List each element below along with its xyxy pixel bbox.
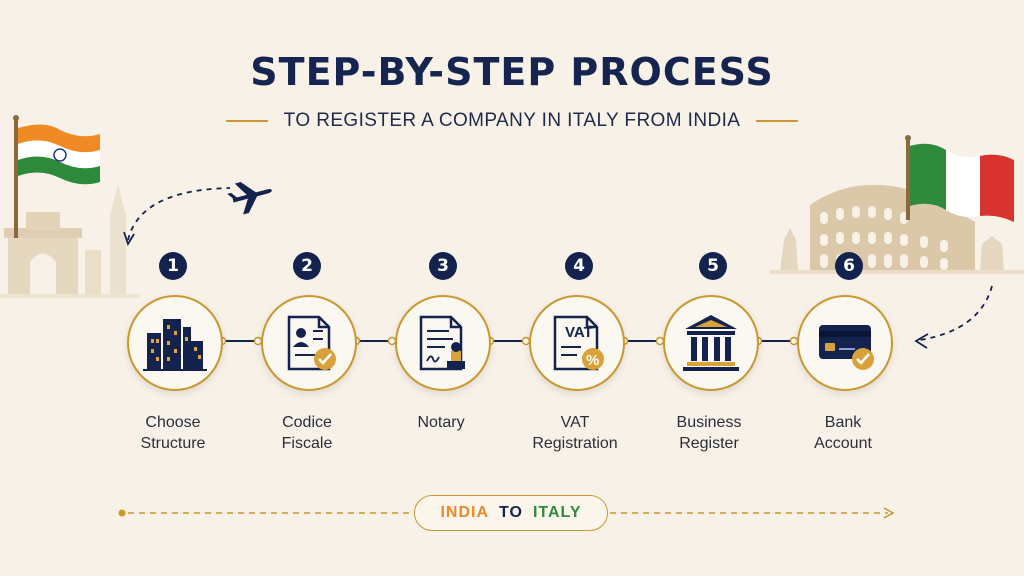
step-bank-account	[797, 295, 893, 391]
step-notary	[395, 295, 491, 391]
page-subtitle: TO REGISTER A COMPANY IN ITALY FROM INDI…	[283, 110, 741, 131]
india-flag-icon	[13, 115, 100, 238]
step-label: Bank Account	[778, 412, 908, 454]
step-vat-registration: VAT %	[529, 295, 625, 391]
id-document-check-icon	[287, 315, 336, 371]
airplane-icon	[227, 182, 272, 215]
subtitle-row: TO REGISTER A COMPANY IN ITALY FROM INDI…	[0, 110, 1024, 132]
step-label-line2: Structure	[140, 435, 206, 452]
step-number: 5	[699, 252, 727, 280]
step-number: 1	[159, 252, 187, 280]
step-label: VAT Registration	[510, 412, 640, 454]
step-label: Business Register	[644, 412, 774, 454]
step-label-line1: Business	[676, 414, 742, 431]
credit-card-check-icon	[819, 325, 874, 370]
step-label-line2: Fiscale	[281, 435, 333, 452]
step-number: 6	[835, 252, 863, 280]
step-number: 2	[293, 252, 321, 280]
buildings-icon	[143, 319, 207, 371]
page-title: STEP-BY-STEP PROCESS	[250, 50, 774, 94]
badge-connector: TO	[499, 504, 523, 521]
step-number: 4	[565, 252, 593, 280]
step-choose-structure	[127, 295, 223, 391]
subtitle-rule-right	[756, 120, 799, 122]
step-codice-fiscale	[261, 295, 357, 391]
step-label-line1: Bank	[824, 414, 862, 431]
step-label: Notary	[376, 412, 506, 433]
bank-building-icon	[683, 315, 739, 371]
step-business-register	[663, 295, 759, 391]
document-stamp-icon	[419, 315, 465, 371]
step-label-line2: Register	[679, 435, 739, 452]
step-label-line2: Account	[814, 435, 872, 452]
vat-document-icon: VAT %	[553, 315, 604, 371]
step-label: Choose Structure	[108, 412, 238, 454]
step-number: 3	[429, 252, 457, 280]
india-to-italy-badge: INDIA TO ITALY	[414, 495, 608, 531]
step-label-line1: Notary	[417, 414, 465, 431]
italy-flag-icon	[905, 135, 1014, 222]
badge-to: ITALY	[532, 504, 582, 521]
percent-icon-text: %	[586, 352, 599, 369]
colosseum-icon	[770, 184, 1024, 274]
subtitle-rule-left	[225, 120, 268, 122]
badge-from: INDIA	[440, 504, 490, 521]
step-label-line1: Choose	[145, 414, 201, 431]
vat-icon-text: VAT	[565, 324, 593, 341]
step-label-line1: Codice	[282, 414, 332, 431]
step-label-line1: VAT	[560, 414, 590, 431]
india-gate-icon	[0, 185, 140, 298]
step-label: Codice Fiscale	[242, 412, 372, 454]
step-label-line2: Registration	[532, 435, 618, 452]
